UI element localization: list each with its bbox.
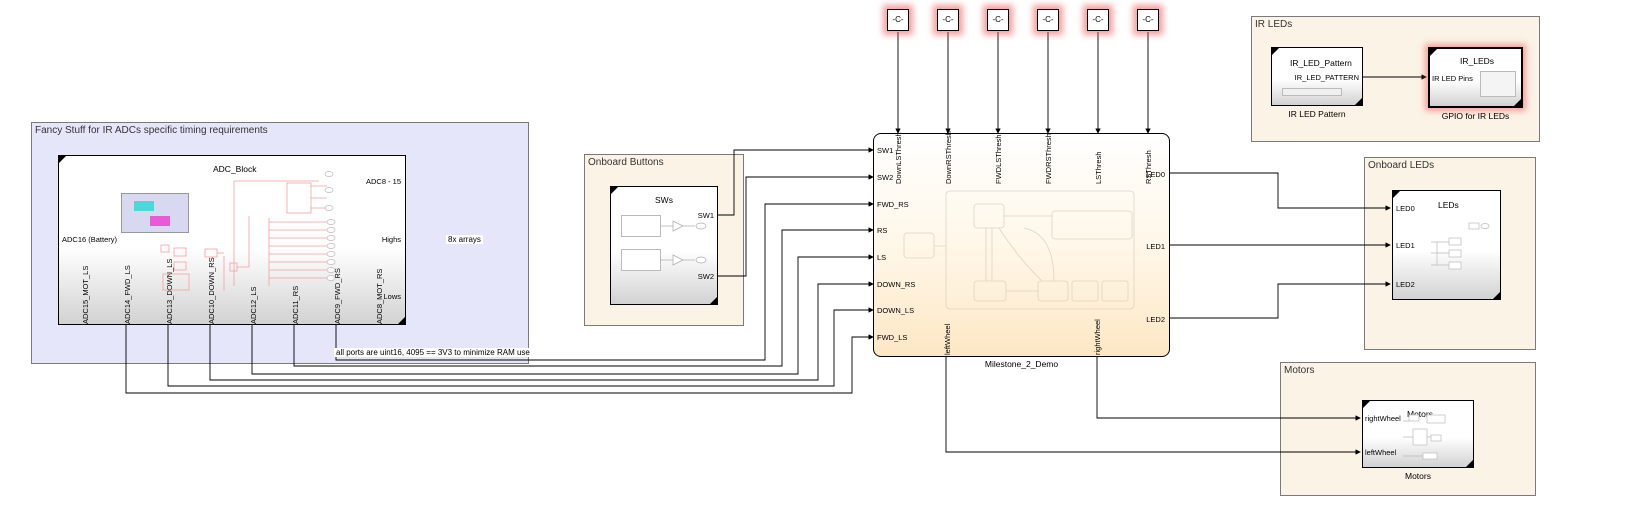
motors-block-title: Motors [1407,409,1433,419]
block-corner-marker [1272,48,1279,55]
main-internal-diagram [903,190,1135,310]
wire-right-wheel [1096,357,1361,421]
leds-internal-diagram [1431,222,1490,270]
block-corner-marker [1355,98,1362,105]
fancy-area-title: Fancy Stuff for IR ADCs specific timing … [35,125,268,136]
constant-block[interactable]: -C- [1137,9,1159,31]
ports-note-annotation: all ports are uint16, 4095 == 3V3 to min… [334,348,532,357]
motors-name: Motors [1405,471,1431,481]
block-corner-marker [611,187,618,194]
wire-sw2 [718,174,874,277]
onboard-buttons-area-title: Onboard Buttons [588,157,664,168]
adc-block[interactable]: ADC_Block ADC8 - 15 Highs Lows ADC16 (Ba… [58,155,406,325]
ir-pattern-preview [1282,88,1342,96]
wire-sw1 [718,147,874,216]
wire-rs [293,227,874,367]
sws-preview-box [621,215,661,237]
motors-area-title: Motors [1284,365,1315,376]
milestone-2-demo-block[interactable]: SW1 SW2 FWD_RS RS LS DOWN_RS DOWN_LS FWD… [873,131,1170,357]
wire-fwd-ls [125,325,874,394]
sws-block[interactable]: SWs SW1 SW2 [610,186,718,305]
adc-preview-panel [121,193,189,233]
arrays-annotation: 8x arrays [446,235,483,244]
constant-block[interactable]: -C- [1037,9,1059,31]
block-corner-marker [1466,460,1473,467]
sws-port-sw1[interactable]: SW1 [697,211,714,220]
ir-led-pattern-block[interactable]: IR_LED_Pattern IR_LED_PATTERN [1271,47,1363,106]
wire-left-wheel [945,357,1361,455]
wire-down-ls [167,307,874,387]
adc-port-battery[interactable]: ADC16 (Battery) [62,235,118,244]
main-port-fwd-rs[interactable]: FWD_RS [877,200,909,209]
wire-led0 [1170,172,1391,211]
constant-block[interactable]: -C- [887,9,909,31]
ir-led-pattern-block-title: IR_LED_Pattern [1290,58,1352,68]
sws-internal-diagram [661,220,707,266]
main-port-ls[interactable]: LS [877,253,887,262]
main-port-down-ls[interactable]: DOWN_LS [877,306,915,315]
main-port-rs[interactable]: RS [877,226,888,235]
motors-block[interactable]: Motors rightWheel leftWheel [1362,400,1474,468]
motors-port-leftwheel[interactable]: leftWheel [1365,448,1397,457]
main-port-down-rs[interactable]: DOWN_RS [877,280,916,289]
main-port-led1[interactable]: LED1 [1146,242,1165,251]
leds-port-led2[interactable]: LED2 [1396,280,1415,289]
leds-block[interactable]: LEDs LED0 LED1 LED2 [1392,190,1501,300]
block-corner-marker [1514,99,1521,106]
leds-port-led0[interactable]: LED0 [1396,204,1415,213]
ir-leds-area-title: IR LEDs [1255,19,1293,30]
main-port-sw2[interactable]: SW2 [877,173,894,182]
adc-preview-magenta [150,216,170,226]
ir-leds-name: GPIO for IR LEDs [1441,111,1510,121]
main-port-led0[interactable]: LED0 [1146,170,1165,179]
motors-internal-diagram [1403,414,1446,460]
leds-block-title: LEDs [1438,200,1459,210]
constant-block[interactable]: -C- [987,9,1009,31]
ir-leds-block-title: IR_LEDs [1460,56,1495,66]
block-corner-marker [1393,191,1400,198]
ir-leds-block[interactable]: IR_LEDs IR LED Pins [1428,47,1523,108]
adc-preview-cyan [134,201,154,211]
block-corner-marker [59,156,66,163]
main-port-led2[interactable]: LED2 [1146,315,1165,324]
ir-leds-port[interactable]: IR LED Pins [1432,74,1473,83]
ir-led-pattern-name: IR LED Pattern [1288,109,1346,119]
leds-port-led1[interactable]: LED1 [1396,241,1415,250]
adc-port-adc8-15[interactable]: ADC8 - 15 [365,177,401,186]
sws-port-sw2[interactable]: SW2 [697,272,714,281]
motors-port-rightwheel[interactable]: rightWheel [1365,414,1401,423]
main-port-fwd-ls[interactable]: FWD_LS [877,333,908,342]
wire-led2 [1170,281,1391,319]
block-corner-marker [1430,49,1437,56]
main-block-name: Milestone_2_Demo [984,359,1059,369]
ir-leds-preview [1480,71,1516,97]
block-corner-marker [398,317,405,324]
onboard-leds-area-title: Onboard LEDs [1368,160,1435,171]
wire-fwd-rs [335,201,874,361]
wire-ls [251,254,874,375]
sws-block-title: SWs [655,195,673,205]
wire-down-rs [209,281,874,381]
ir-led-pattern-port[interactable]: IR_LED_PATTERN [1294,73,1359,82]
block-corner-marker [1363,401,1370,408]
block-corner-marker [710,297,717,304]
constant-block[interactable]: -C- [1087,9,1109,31]
block-corner-marker [1493,292,1500,299]
constant-block[interactable]: -C- [937,9,959,31]
sws-preview-box [621,249,661,271]
adc-block-title: ADC_Block [213,164,257,174]
main-port-sw1[interactable]: SW1 [877,146,894,155]
adc-internal-diagram [160,171,336,291]
adc-port-highs[interactable]: Highs [381,235,401,244]
adc-port-lows[interactable]: Lows [383,292,401,301]
